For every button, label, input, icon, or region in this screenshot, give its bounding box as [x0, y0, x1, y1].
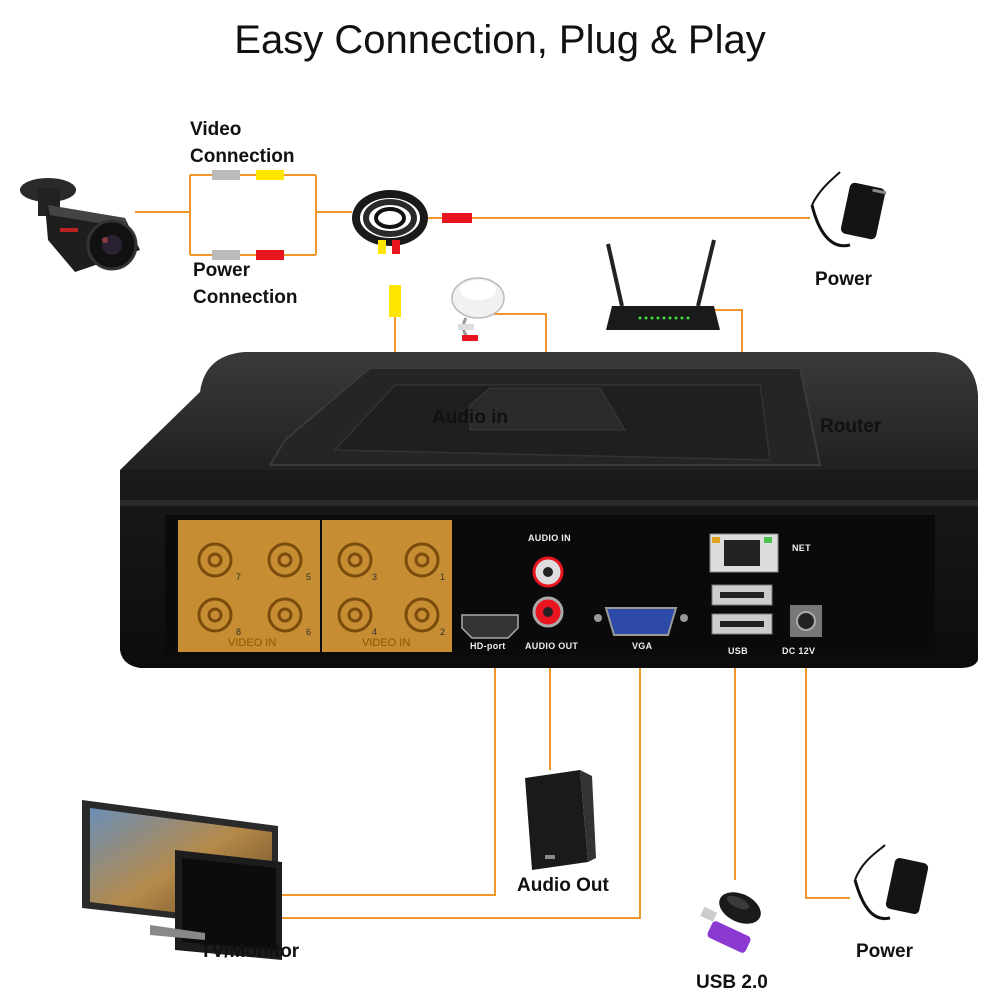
hdmi-port [461, 614, 519, 639]
video-in-right-label: VIDEO IN [362, 637, 411, 649]
channel-number: 2 [440, 627, 446, 637]
video-in-block-left [178, 520, 320, 652]
vga-port-label: VGA [632, 641, 653, 651]
power-plug-gray [212, 250, 240, 260]
dc-port-label: DC 12V [782, 646, 816, 656]
channel-number: 4 [372, 627, 378, 637]
video-in-block-right [322, 520, 452, 652]
power-adapter-icon [810, 171, 887, 248]
audio-in-port [532, 556, 564, 588]
power-adapter-bottom-icon [853, 844, 929, 921]
audio-out-label: Audio Out [517, 875, 609, 896]
cable-coil-icon [352, 190, 428, 254]
router-icon [606, 239, 720, 330]
channel-number: 3 [372, 572, 378, 582]
audio-out-port [532, 596, 564, 628]
net-port-label: NET [792, 543, 811, 553]
channel-number: 5 [306, 572, 312, 582]
audio-out-port-label: AUDIO OUT [525, 641, 579, 651]
microphone-icon [451, 277, 505, 342]
channel-number: 8 [236, 627, 242, 637]
usb-ports [711, 584, 773, 635]
yellow-plug-video-line [389, 285, 401, 317]
bnc-connectors [197, 542, 440, 633]
audio-in-label: Audio in [432, 407, 508, 428]
channel-number: 7 [236, 572, 242, 582]
dc-port [790, 605, 822, 637]
video-plug-yellow [256, 170, 284, 180]
page-title: Easy Connection, Plug & Play [234, 18, 766, 62]
speaker-icon [525, 770, 596, 870]
monitor-icon [82, 800, 282, 960]
power-top-label: Power [815, 269, 873, 290]
red-plug-power-line [442, 213, 472, 223]
video-in-left-label: VIDEO IN [228, 637, 277, 649]
channel-number: 1 [440, 572, 446, 582]
usb-label: USB 2.0 [696, 972, 768, 993]
power-plug-red [256, 250, 284, 260]
usb-port-label: USB [728, 646, 748, 656]
power-bottom-label: Power [856, 941, 914, 962]
router-label: Router [820, 416, 882, 437]
vga-port [594, 607, 688, 636]
mouse-icon [719, 892, 761, 924]
video-connection-label: Video Connection [190, 119, 295, 167]
channel-number: 6 [306, 627, 312, 637]
tv-monitor-label: TV/Monitor [200, 941, 300, 962]
usb-drive-icon [700, 906, 751, 953]
hd-port-label: HD-port [470, 641, 506, 651]
camera-icon [20, 178, 140, 272]
net-port [709, 533, 779, 573]
audio-in-port-label: AUDIO IN [528, 533, 571, 543]
video-plug-gray [212, 170, 240, 180]
power-connection-label: Power Connection [193, 260, 298, 308]
